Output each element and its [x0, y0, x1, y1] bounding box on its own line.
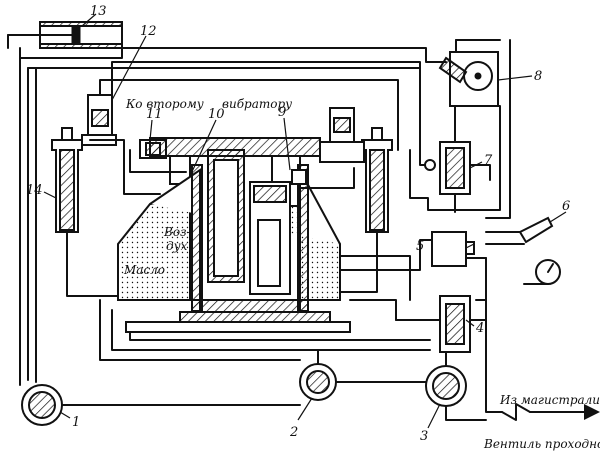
fitting-9	[291, 169, 307, 185]
caption-valve: Вентиль проходной	[483, 437, 600, 451]
label-9: 9	[278, 105, 286, 120]
caption-from-main: Из магистрали	[499, 393, 600, 407]
pump-3	[425, 365, 467, 407]
pass-valve	[501, 403, 600, 421]
cylinder-13	[7, 21, 123, 49]
label-6: 6	[562, 199, 570, 214]
box-5	[431, 231, 475, 267]
valve-right-top	[319, 107, 365, 163]
pump-1	[21, 384, 63, 426]
piping	[19, 13, 567, 429]
label-10: 10	[208, 107, 225, 122]
label-8: 8	[534, 69, 542, 84]
caption-to-second-vibrator-b: вибратору	[222, 97, 292, 111]
label-1: 1	[72, 415, 80, 430]
label-5: 5	[416, 239, 424, 254]
caption-air-b: дух	[166, 239, 188, 253]
accumulator-14	[51, 127, 83, 233]
caption-oil: Масло	[123, 263, 165, 277]
nozzle-6	[485, 216, 554, 244]
label-11: 11	[146, 107, 163, 122]
label-2: 2	[289, 425, 298, 440]
caption-air-a: Воз-	[163, 225, 191, 239]
label-13: 13	[90, 4, 107, 19]
vibrator-body	[117, 137, 351, 333]
pump-2	[299, 363, 337, 401]
label-12: 12	[140, 24, 157, 39]
label-4: 4	[475, 321, 484, 336]
valve-12	[81, 94, 117, 146]
label-14: 14	[26, 183, 43, 198]
label-3: 3	[420, 429, 428, 444]
pressure-gauge	[523, 259, 561, 285]
filter-4	[439, 295, 487, 353]
accumulator-right	[361, 127, 393, 233]
label-7: 7	[484, 153, 493, 168]
cylinder-7	[424, 105, 471, 213]
pump-8	[438, 39, 501, 107]
caption-to-second-vibrator-a: Ко второму	[125, 97, 204, 111]
labels: 13 12 11 10 9 8 7 6 5 4 3 2 1 14 Ко втор…	[26, 4, 600, 451]
